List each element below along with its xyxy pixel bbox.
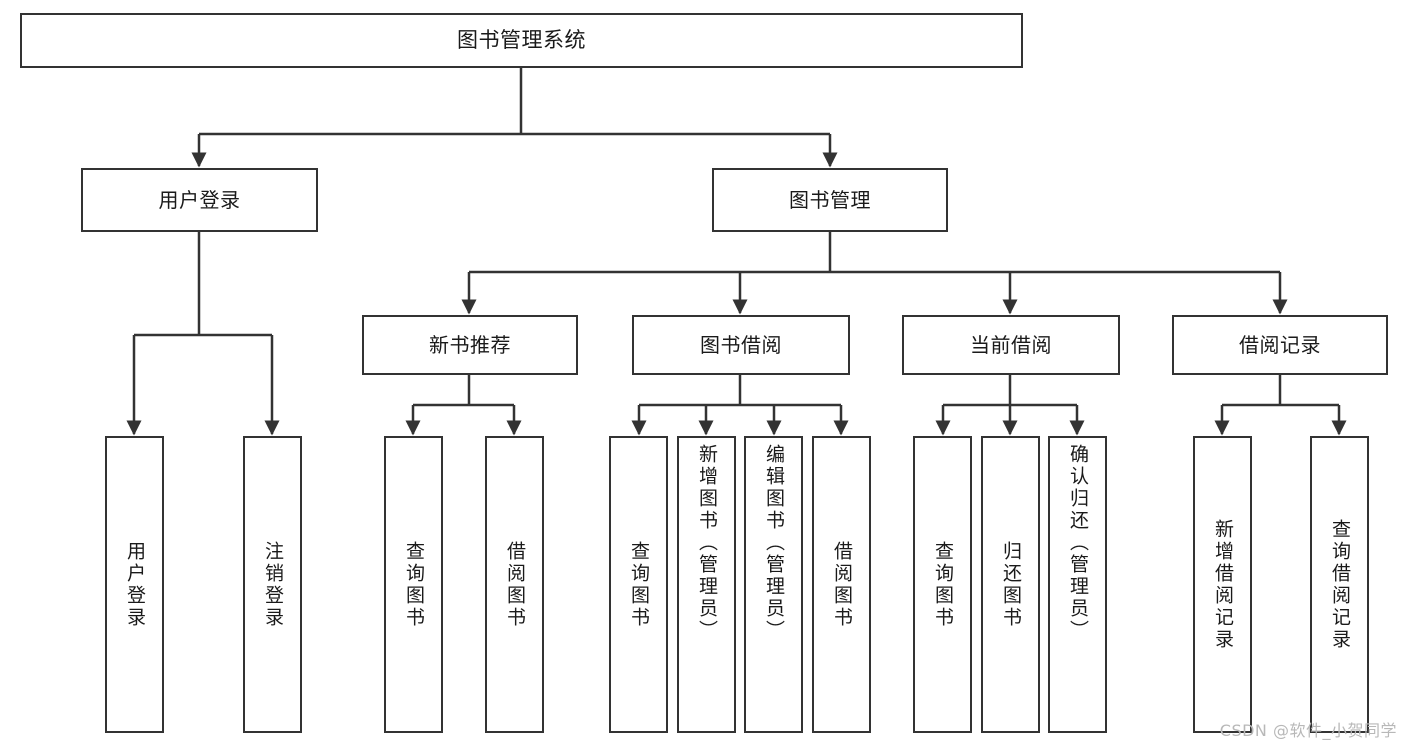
- node-label: 用户登录: [124, 540, 146, 629]
- leaf-borrow-query-book[interactable]: 查询图书: [609, 436, 668, 733]
- node-label: 查询图书: [932, 540, 954, 629]
- node-borrow-record[interactable]: 借阅记录: [1172, 315, 1388, 375]
- node-label: 新书推荐: [429, 332, 511, 357]
- leaf-borrow-edit-book-admin[interactable]: 编辑图书（管理员）: [744, 436, 803, 733]
- leaf-record-query-borrow-record[interactable]: 查询借阅记录: [1310, 436, 1369, 733]
- leaf-logout[interactable]: 注销登录: [243, 436, 302, 733]
- node-label: 确认归还（管理员）: [1067, 444, 1089, 642]
- node-label: 用户登录: [158, 187, 241, 212]
- csdn-watermark: CSDN @软件_小贺同学: [1219, 721, 1397, 740]
- node-label: 注销登录: [262, 540, 284, 629]
- node-label: 查询图书: [628, 540, 650, 629]
- node-label: 图书管理系统: [457, 28, 586, 53]
- node-label: 编辑图书（管理员）: [763, 444, 785, 642]
- node-label: 新增图书（管理员）: [696, 444, 718, 642]
- node-user-login[interactable]: 用户登录: [81, 168, 318, 232]
- leaf-current-return-book[interactable]: 归还图书: [981, 436, 1040, 733]
- leaf-borrow-borrow-book[interactable]: 借阅图书: [812, 436, 871, 733]
- node-label: 归还图书: [1000, 540, 1022, 629]
- node-new-book-recommend[interactable]: 新书推荐: [362, 315, 578, 375]
- node-root-book-management-system[interactable]: 图书管理系统: [20, 13, 1023, 68]
- node-label: 查询图书: [403, 540, 425, 629]
- leaf-current-query-book[interactable]: 查询图书: [913, 436, 972, 733]
- node-label: 当前借阅: [970, 332, 1052, 357]
- node-label: 查询借阅记录: [1329, 518, 1351, 651]
- node-label: 图书借阅: [700, 332, 782, 357]
- node-label: 新增借阅记录: [1212, 518, 1234, 651]
- node-current-borrow[interactable]: 当前借阅: [902, 315, 1120, 375]
- leaf-borrow-add-book-admin[interactable]: 新增图书（管理员）: [677, 436, 736, 733]
- node-book-management[interactable]: 图书管理: [712, 168, 948, 232]
- node-label: 借阅图书: [831, 540, 853, 629]
- leaf-user-login[interactable]: 用户登录: [105, 436, 164, 733]
- node-book-borrow[interactable]: 图书借阅: [632, 315, 850, 375]
- node-label: 借阅图书: [504, 540, 526, 629]
- leaf-new-book-query-book[interactable]: 查询图书: [384, 436, 443, 733]
- leaf-new-book-borrow-book[interactable]: 借阅图书: [485, 436, 544, 733]
- node-label: 借阅记录: [1239, 332, 1321, 357]
- node-label: 图书管理: [789, 187, 871, 212]
- leaf-record-add-borrow-record[interactable]: 新增借阅记录: [1193, 436, 1252, 733]
- leaf-current-confirm-return-admin[interactable]: 确认归还（管理员）: [1048, 436, 1107, 733]
